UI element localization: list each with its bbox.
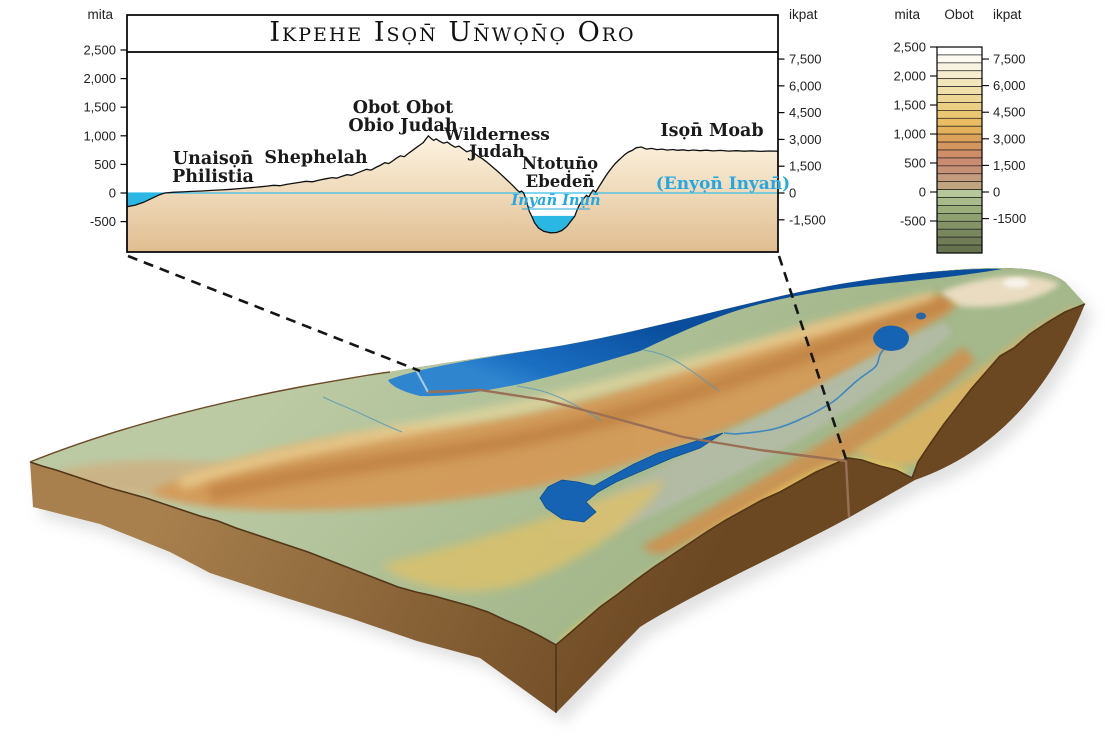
legend-left-tick-label: 1,000 <box>893 127 926 142</box>
right-axis-unit: ikpat <box>789 7 818 22</box>
legend-band <box>936 189 983 198</box>
legend-header-ikpat: ikpat <box>993 7 1022 22</box>
legend-band <box>936 141 983 151</box>
north-mountains <box>940 275 1060 307</box>
legend-frame <box>936 46 983 254</box>
coastal-stream-2 <box>516 385 603 422</box>
profile-land-fill <box>127 135 778 252</box>
shephelah: Shephelah <box>264 148 368 168</box>
philistia-plain: Unaisọn̄ <box>173 149 253 169</box>
legend-right-tick-label: 6,000 <box>993 78 1026 93</box>
leader-dash-left <box>127 254 421 373</box>
rift-valley-label: Ebeden̄ <box>526 172 595 191</box>
coastal-stream-3 <box>642 349 720 392</box>
legend-band <box>936 236 983 246</box>
highland-ridge-core <box>208 294 951 502</box>
lake-huleh <box>916 312 926 320</box>
right-tick-label: 7,500 <box>789 52 822 67</box>
legend-band <box>936 62 983 72</box>
moab-label: Isọn̄ Moab <box>660 121 763 141</box>
legend-header-mita: mita <box>894 7 920 22</box>
right-tick-label: 1,500 <box>789 159 822 174</box>
terrain-edge-outline <box>29 303 1086 646</box>
legend-left-tick-label: 1,500 <box>893 98 926 113</box>
moab-rim-ridge <box>642 347 976 554</box>
coastal-stream-1 <box>322 396 403 433</box>
legend-band <box>936 70 983 80</box>
left-tick-label: 500 <box>94 157 116 172</box>
legend-right-tick-label: 0 <box>993 185 1000 200</box>
judah-hill-country: Obot Obot <box>353 98 454 118</box>
legend-band <box>936 205 983 214</box>
legend-band <box>936 86 983 95</box>
wilderness-judah: Wilderness <box>443 125 550 145</box>
coast-land-edge <box>29 371 391 463</box>
section-trace-land <box>427 388 847 463</box>
right-tick-label: 0 <box>789 186 796 201</box>
philistia-plain: Philistia <box>172 167 254 187</box>
legend-band <box>936 133 983 143</box>
legend-left-tick-label: 0 <box>919 185 926 200</box>
judah-hill-country: Obio Judah <box>348 116 457 136</box>
legend-left-tick-label: 2,500 <box>893 40 926 55</box>
left-tick-label: 2,000 <box>83 71 116 86</box>
left-tick-label: -500 <box>90 214 116 229</box>
cross-section-chart: Ikpehe Isọn̄ Un̄wọn̄ọ Oro mita 2,500 2,000 1… <box>83 7 826 253</box>
mediterranean-sea <box>388 268 1002 397</box>
legend-band <box>936 213 983 222</box>
legend-band <box>936 117 983 127</box>
legend-band <box>936 110 983 119</box>
legend-left-tick-label: 500 <box>904 156 926 171</box>
section-trace-sea <box>414 367 429 393</box>
legend-left-tick-label: 2,000 <box>893 69 926 84</box>
left-tick-label: 0 <box>109 186 116 201</box>
left-tick-label: 2,500 <box>83 43 116 58</box>
legend-band <box>936 94 983 103</box>
legend-band <box>936 54 983 64</box>
legend-right-tick-label: -1500 <box>993 211 1026 226</box>
legend-right-tick-label: 3,000 <box>993 131 1026 146</box>
legend-right-tick-label: 7,500 <box>993 52 1026 67</box>
dead-sea-lake <box>539 432 724 523</box>
legend-band <box>936 46 983 56</box>
legend-band <box>936 197 983 206</box>
chart-title: Ikpehe Isọn̄ Un̄wọn̄ọ Oro <box>269 17 635 48</box>
profile-outline <box>126 134 779 234</box>
legend-band <box>936 173 983 183</box>
sea-of-galilee <box>873 325 909 351</box>
legend-band <box>936 244 983 254</box>
legend-header-obot: Obot <box>944 7 974 22</box>
legend-band <box>936 149 983 159</box>
left-tick-label: 1,000 <box>83 128 116 143</box>
elevation-legend: mita Obot ikpat 2,500 2,000 1,500 1,000 500 0 -50… <box>893 7 1026 254</box>
rift-valley-label: Ntotụn̄ọ <box>522 154 598 173</box>
legend-band <box>936 181 983 190</box>
left-axis-unit: mita <box>87 7 113 22</box>
legend-band <box>936 102 983 111</box>
legend-band <box>936 165 983 175</box>
legend-band <box>936 228 983 238</box>
sea-level-label: (Enyọn̄ Inyan̄) <box>656 174 790 194</box>
section-trace-face <box>844 460 851 518</box>
right-tick-label: 6,000 <box>789 78 822 93</box>
right-tick-label: 4,500 <box>789 105 822 120</box>
south-desert <box>380 480 665 592</box>
right-tick-label: -1,500 <box>789 212 826 227</box>
legend-band <box>936 78 983 87</box>
jordan-river <box>723 348 885 435</box>
legend-right-tick-label: 1,500 <box>993 158 1026 173</box>
legend-band <box>936 157 983 167</box>
legend-right-tick-label: 4,500 <box>993 105 1026 120</box>
hermon-peak <box>1003 278 1029 288</box>
legend-band <box>936 220 983 230</box>
legend-left-tick-label: -500 <box>900 214 926 229</box>
right-tick-label: 3,000 <box>789 132 822 147</box>
legend-band <box>936 125 983 135</box>
salt-sea-label: Inyan̄ Inụn̄ <box>510 192 600 209</box>
wilderness-judah: Judah <box>467 142 525 162</box>
chart-frame <box>126 14 779 253</box>
leader-dash-right <box>777 255 848 460</box>
left-tick-label: 1,500 <box>83 100 116 115</box>
